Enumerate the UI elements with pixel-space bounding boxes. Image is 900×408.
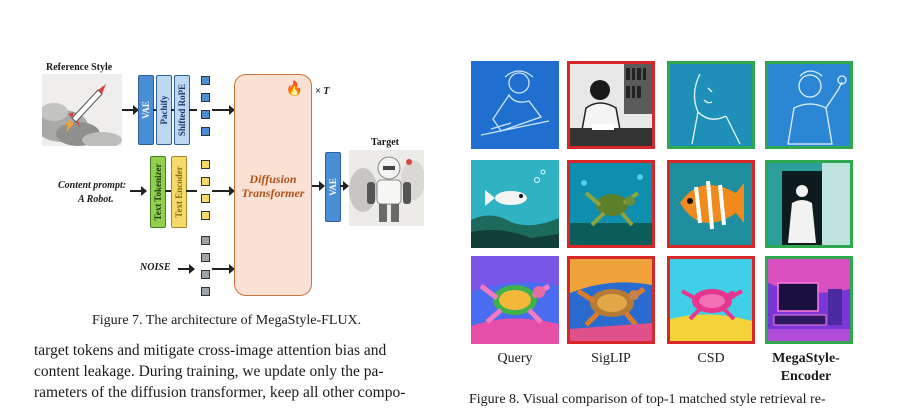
query-image-row3 [471, 256, 559, 344]
arrow-prompt-to-tokenizer [130, 190, 144, 192]
text-token [201, 194, 210, 203]
arrow [171, 109, 175, 111]
col-label-megastyle-line2: Encoder [780, 369, 832, 384]
arrowhead [229, 105, 235, 115]
siglip-image-row1 [567, 61, 655, 149]
arrow-ref-to-vae [122, 109, 136, 111]
megastyle-image-row3 [765, 256, 853, 344]
content-prompt-label: Content prompt: [58, 180, 127, 191]
arrowhead [141, 186, 147, 196]
noise-token [201, 287, 210, 296]
content-prompt-value: A Robot. [78, 194, 114, 205]
arrowhead [343, 181, 349, 191]
vae-decoder-box: VAE [325, 152, 341, 222]
text-token [201, 160, 210, 169]
target-image [349, 150, 424, 226]
text-tokenizer-box: Text Tokenizer [150, 156, 166, 228]
csd-image-row3 [667, 256, 755, 344]
body-line-2: content leakage. During training, we upd… [34, 363, 384, 380]
arrowhead [229, 264, 235, 274]
csd-image-row1 [667, 61, 755, 149]
diffusion-line1: Diffusion [249, 172, 297, 186]
noise-token [201, 253, 210, 262]
noise-label: NOISE [140, 262, 171, 273]
arrow [165, 190, 171, 192]
reference-style-image [42, 74, 122, 146]
noise-token [201, 270, 210, 279]
text-token [201, 177, 210, 186]
body-line-3: rameters of the diffusion transformer, k… [34, 384, 406, 401]
text-token [201, 211, 210, 220]
target-label: Target [371, 137, 399, 148]
col-label-megastyle-line1: MegaStyle- [772, 351, 840, 366]
figure8-caption: Figure 8. Visual comparison of top-1 mat… [469, 392, 826, 407]
style-token [201, 76, 210, 85]
arrowhead [319, 181, 325, 191]
siglip-image-row3 [567, 256, 655, 344]
siglip-image-row2 [567, 160, 655, 248]
body-line-1: target tokens and mitigate cross-image a… [34, 342, 387, 359]
arrowhead [229, 186, 235, 196]
figure7-caption: Figure 7. The architecture of MegaStyle-… [92, 313, 362, 328]
arrowhead [133, 105, 139, 115]
style-token [201, 127, 210, 136]
text-tokenizer-label: Text Tokenizer [153, 163, 163, 221]
text-encoder-box: Text Encoder [171, 156, 187, 228]
query-image-row2 [471, 160, 559, 248]
arrow [186, 190, 197, 192]
arrow-dit-to-vae [312, 185, 322, 187]
col-label-query: Query [497, 351, 533, 366]
arrow [189, 109, 197, 111]
csd-image-row2 [667, 160, 755, 248]
shifted-rope-label: Shifted RoPE [177, 83, 187, 137]
arrow-text-to-dit [212, 190, 232, 192]
diffusion-title: Diffusion Transformer [235, 172, 311, 200]
query-image-row1 [471, 61, 559, 149]
noise-token [201, 236, 210, 245]
vae-out-label: VAE [328, 178, 338, 196]
body-paragraph: target tokens and mitigate cross-image a… [34, 340, 436, 403]
flame-icon: 🔥 [285, 82, 303, 97]
arrow [153, 109, 157, 111]
text-encoder-label: Text Encoder [174, 166, 184, 218]
col-label-csd: CSD [697, 351, 725, 366]
vae-label: VAE [141, 101, 151, 119]
patchify-label: Pachify [159, 95, 169, 125]
col-label-siglip: SigLIP [591, 351, 631, 366]
times-t-label: × T [315, 86, 330, 97]
shifted-rope-box: Shifted RoPE [174, 75, 190, 145]
arrow-noise-to-dit [212, 268, 232, 270]
patchify-box: Pachify [156, 75, 172, 145]
diffusion-line2: Transformer [241, 186, 305, 200]
diffusion-transformer-box: 🔥 Diffusion Transformer [234, 74, 312, 296]
arrowhead [189, 264, 195, 274]
style-token [201, 110, 210, 119]
megastyle-image-row2 [765, 160, 853, 248]
megastyle-image-row1 [765, 61, 853, 149]
style-token [201, 93, 210, 102]
arrow-style-to-dit [212, 109, 232, 111]
arrow-noise [178, 268, 192, 270]
vae-encoder-box: VAE [138, 75, 154, 145]
reference-style-label: Reference Style [46, 62, 113, 73]
